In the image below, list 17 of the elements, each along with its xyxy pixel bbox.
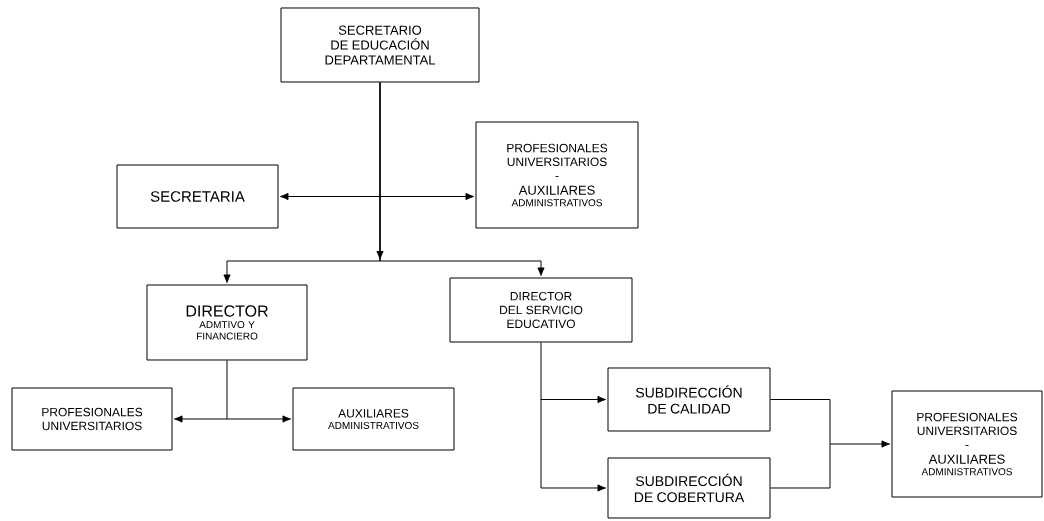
org-box: SECRETARIA — [116, 164, 279, 229]
arrow — [379, 82, 545, 277]
org-box: DIRECTOR DEL SERVICIO EDUCATIVO — [449, 277, 633, 343]
org-box: SECRETARIO DE EDUCACIÓN DEPARTAMENTAL — [280, 7, 480, 83]
arrow — [226, 415, 292, 423]
org-box: SUBDIRECCIÓN DE CALIDAD — [607, 367, 771, 432]
arrow — [173, 415, 228, 423]
org-box: PROFESIONALES UNIVERSITARIOS — [11, 387, 173, 451]
org-box: DIRECTOR ADMTIVO Y FINANCIERO — [146, 284, 308, 361]
arrow — [279, 192, 475, 201]
org-box: PROFESIONALES UNIVERSITARIOS - AUXILIARES ADMINISTRATIVOS — [891, 390, 1043, 498]
org-box: AUXILIARES ADMINISTRATIVOS — [292, 387, 455, 451]
org-box: PROFESIONALES UNIVERSITARIOS - AUXILIARES ADMINISTRATIVOS — [475, 121, 639, 229]
arrow — [540, 395, 607, 404]
org-box: SUBDIRECCIÓN DE COBERTURA — [607, 457, 771, 519]
arrow — [540, 399, 607, 492]
arrow — [829, 440, 891, 448]
